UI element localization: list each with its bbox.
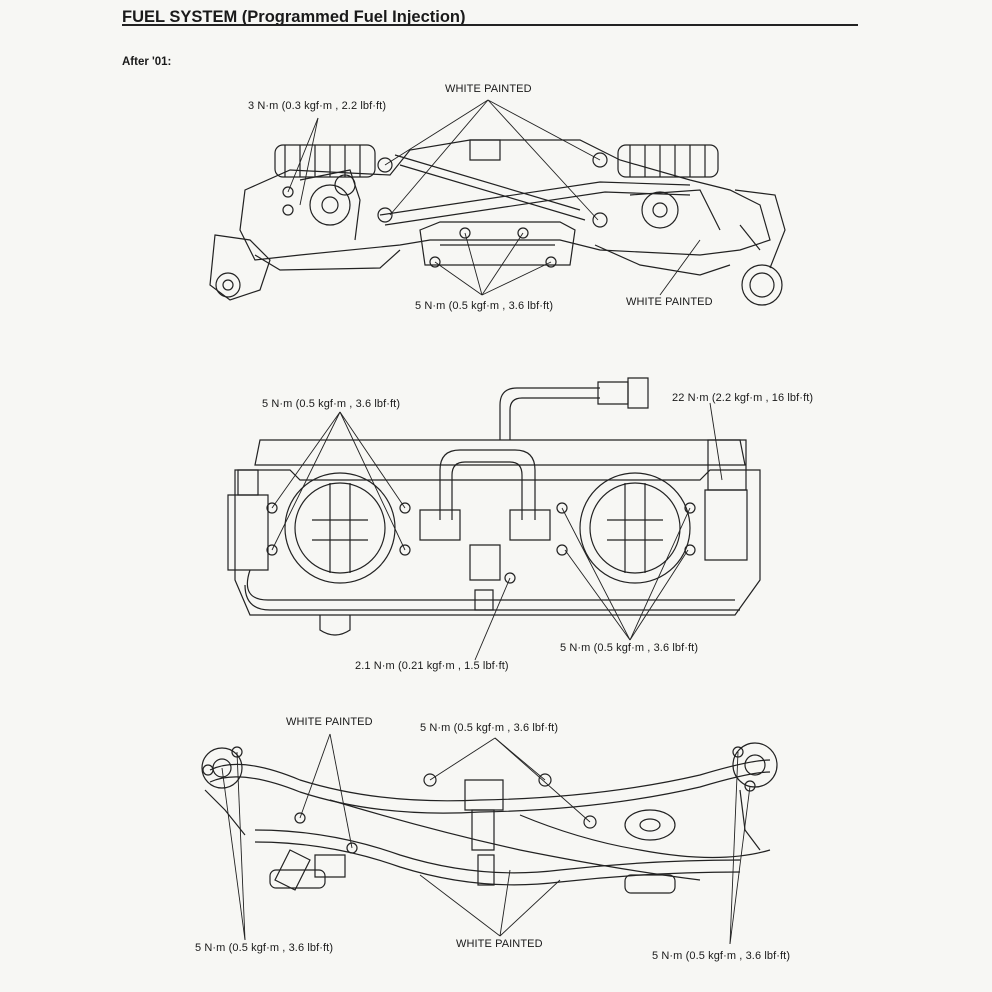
leader-lines-3 [222,734,750,944]
d2-torque-right-bottom-label: 5 N·m (0.5 kgf·m , 3.6 lbf·ft) [560,642,699,654]
d3-torque-right-label: 5 N·m (0.5 kgf·m , 3.6 lbf·ft) [652,950,791,962]
d3-white-painted-bottom-label: WHITE PAINTED [456,938,543,950]
d2-torque-center-label: 2.1 N·m (0.21 kgf·m , 1.5 lbf·ft) [355,660,509,672]
d3-white-painted-top-label: WHITE PAINTED [286,716,373,728]
throttle-body-drawing-1 [210,140,785,305]
throttle-body-drawing-2 [228,378,760,635]
header-rule [122,24,858,26]
leader-lines-2 [272,403,722,660]
d3-torque-top-label: 5 N·m (0.5 kgf·m , 3.6 lbf·ft) [420,722,559,734]
throttle-body-drawing-3 [202,743,777,893]
d2-torque-right-top-label: 22 N·m (2.2 kgf·m , 16 lbf·ft) [672,392,814,404]
section-note: After '01: [122,56,172,68]
d3-torque-left-label: 5 N·m (0.5 kgf·m , 3.6 lbf·ft) [195,942,334,954]
leader-lines-1 [288,100,700,295]
d2-torque-left-label: 5 N·m (0.5 kgf·m , 3.6 lbf·ft) [262,398,401,410]
d1-white-painted-top-label: WHITE PAINTED [445,83,532,95]
d1-torque-bottom-label: 5 N·m (0.5 kgf·m , 3.6 lbf·ft) [415,300,554,312]
d1-torque-top-label: 3 N·m (0.3 kgf·m , 2.2 lbf·ft) [248,100,387,112]
d1-white-painted-bottom-label: WHITE PAINTED [626,296,713,308]
page-title: FUEL SYSTEM (Programmed Fuel Injection) [122,8,466,26]
